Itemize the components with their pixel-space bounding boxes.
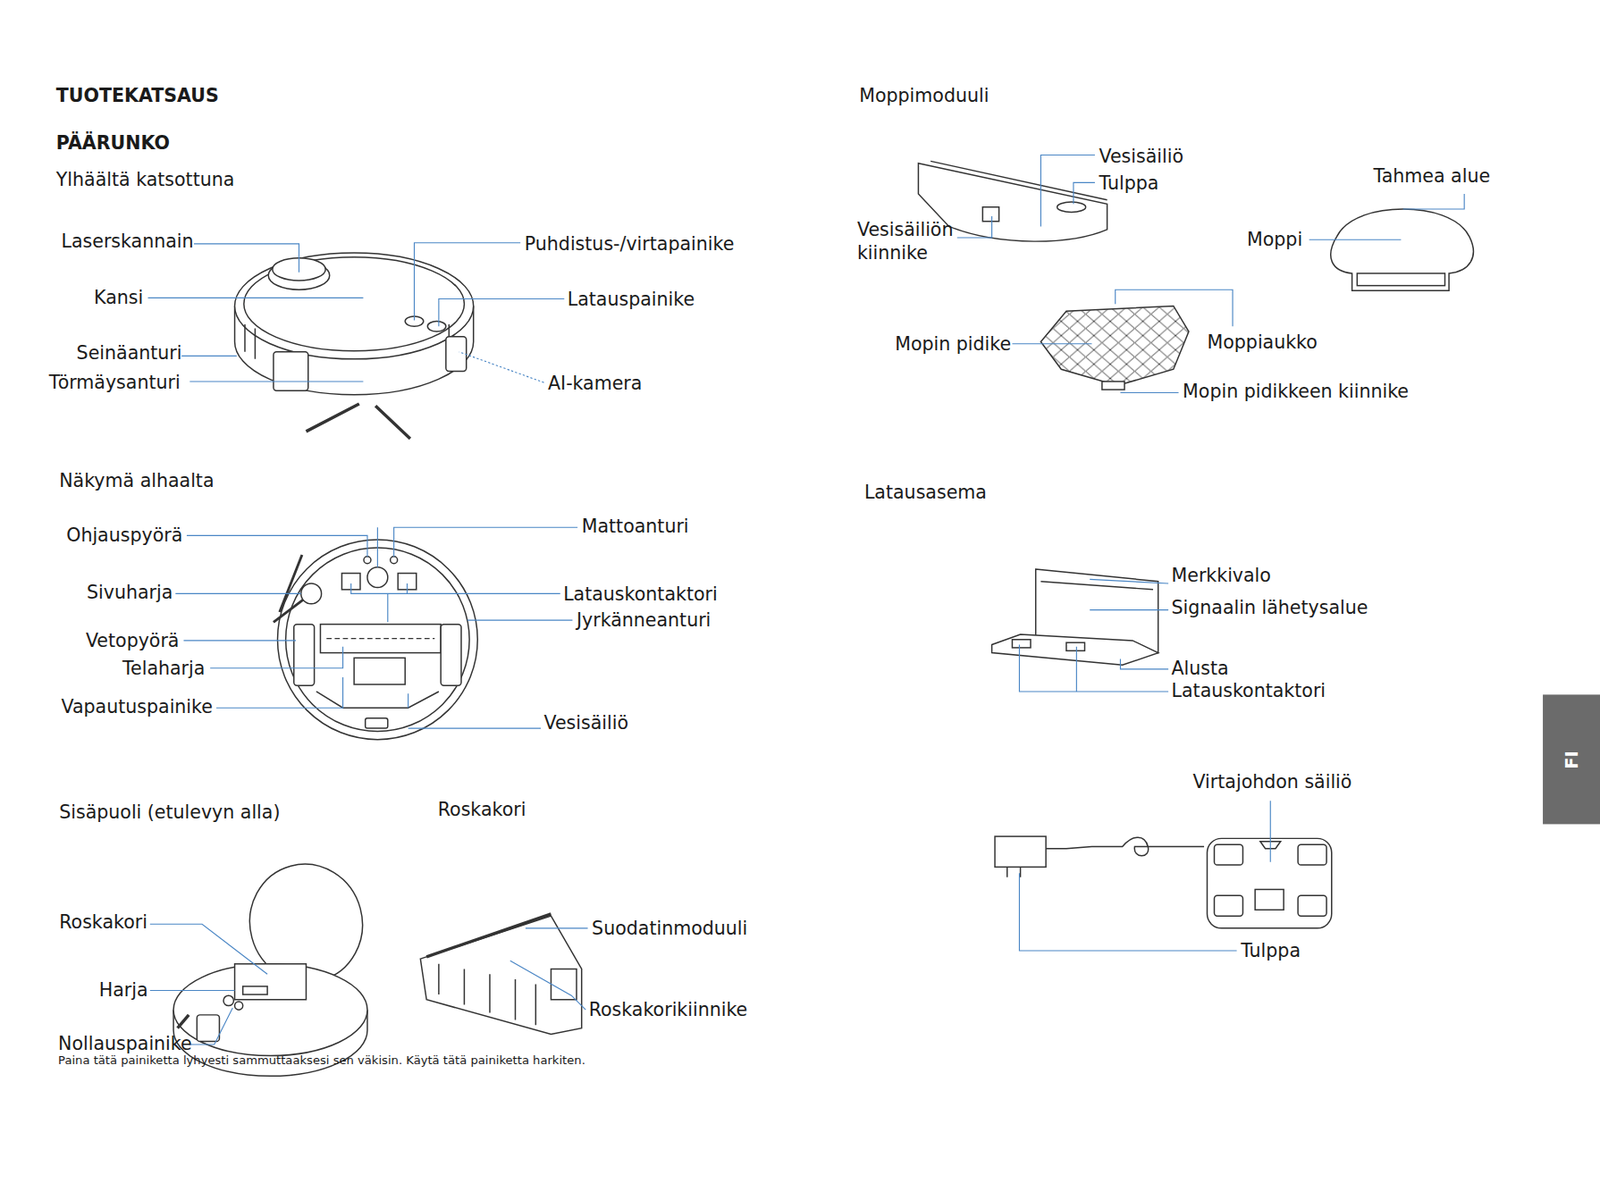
part-label: Harja — [99, 979, 149, 1003]
dust-bin — [420, 914, 582, 1036]
note-text: Paina tätä painiketta lyhyesti sammuttaa… — [58, 1052, 354, 1070]
language-tab: FI — [1542, 694, 1600, 825]
part-label: Latauskontaktori — [563, 583, 718, 607]
leader-lines — [510, 928, 589, 1011]
part-label: Latausasema — [864, 481, 987, 506]
robot-top-view — [235, 252, 474, 439]
page-title: TUOTEKATSAUS — [56, 84, 219, 109]
part-label: Vesisäiliön kiinnike — [857, 218, 960, 264]
part-label: Moppi — [1246, 228, 1303, 253]
part-label: Signaalin lähetysalue — [1171, 597, 1369, 621]
part-label: Tulppa — [1098, 172, 1159, 196]
part-label: Roskakori — [437, 799, 527, 823]
leader-lines — [957, 155, 1465, 394]
leader-lines — [1018, 800, 1271, 952]
part-label: Merkkivalo — [1171, 564, 1272, 588]
part-label: Latauspainike — [567, 288, 695, 312]
part-label: Törmäysanturi — [49, 371, 181, 396]
part-label: Vetopyörä — [85, 629, 180, 653]
part-label: Puhdistus-/virtapainike — [524, 232, 735, 256]
tab-text: FI — [1561, 750, 1583, 769]
part-label: AI-kamera — [547, 372, 642, 396]
part-label: Tahmea alue — [1373, 165, 1491, 189]
part-label: Ylhäältä katsottuna — [56, 168, 236, 192]
part-label: Vesisäiliö — [543, 712, 629, 736]
part-label: Latauskontaktori — [1171, 679, 1327, 703]
leader-lines — [150, 924, 268, 1045]
power-adapter — [994, 836, 1332, 929]
robot-inside-view — [173, 851, 376, 1077]
part-label: Kansi — [93, 286, 144, 311]
part-label: Seinäanturi — [76, 341, 183, 365]
mop-module — [917, 160, 1474, 390]
part-label: Vesisäiliö — [1098, 144, 1184, 169]
part-label: Tulppa — [1240, 939, 1301, 963]
part-label: Mattoanturi — [581, 514, 690, 539]
part-label: Näkymä alhaalta — [58, 469, 214, 493]
part-label: Sisäpuoli (etulevyn alla) — [58, 800, 280, 825]
part-label: Ohjauspyörä — [66, 524, 183, 548]
part-label: Moppimoduuli — [858, 84, 989, 109]
part-label: Jyrkänneanturi — [576, 609, 711, 633]
part-label: Alusta — [1171, 656, 1230, 681]
leader-lines — [1018, 579, 1169, 692]
robot-bottom-view — [273, 539, 478, 741]
leader-lines — [148, 243, 565, 383]
part-label: Telaharja — [122, 656, 205, 681]
part-label: Mopin pidike — [894, 332, 1011, 356]
section-heading: PÄÄRUNKO — [56, 131, 170, 155]
part-label: Roskakorikiinnike — [589, 999, 749, 1023]
part-label: Laserskannain — [60, 230, 194, 254]
part-label: Moppiaukko — [1206, 331, 1317, 355]
part-label: Vapautuspainike — [60, 696, 212, 720]
part-label: Virtajohdon säiliö — [1193, 771, 1353, 795]
leader-lines — [175, 527, 578, 729]
part-label: Sivuharja — [86, 581, 173, 606]
part-label: Roskakori — [58, 910, 148, 935]
part-label: Mopin pidikkeen kiinnike — [1182, 380, 1409, 405]
charging-dock — [992, 569, 1159, 666]
part-label: Suodatinmoduuli — [591, 917, 748, 941]
part-label: Nollauspainike — [58, 1032, 193, 1056]
